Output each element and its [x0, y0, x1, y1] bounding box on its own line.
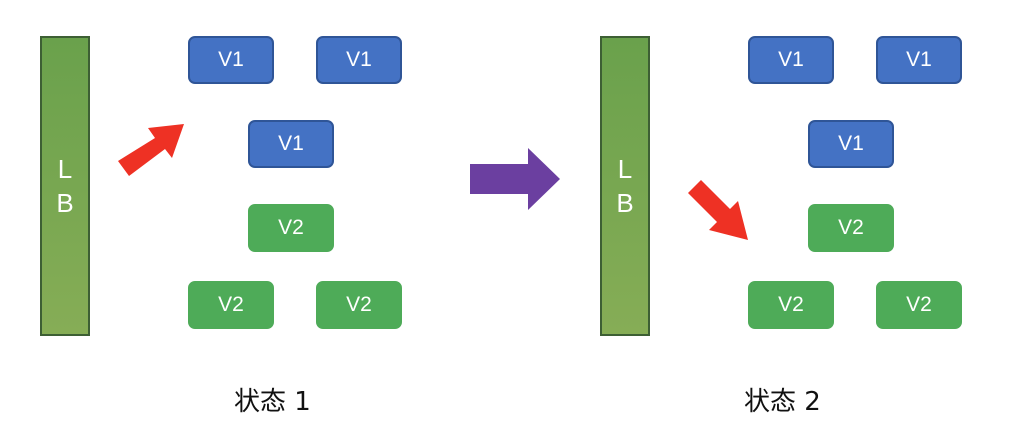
- v1-label: V1: [778, 48, 804, 71]
- state2-caption: 状态 2: [744, 387, 821, 417]
- red-arrow-down-right-icon: [688, 180, 748, 240]
- v2-instance: V2: [808, 204, 894, 252]
- v2-label: V2: [906, 293, 932, 316]
- v2-label: V2: [838, 216, 864, 239]
- v1-label: V1: [278, 132, 304, 155]
- v2-label: V2: [346, 293, 372, 316]
- v1-label: V1: [838, 132, 864, 155]
- v1-instance: V1: [808, 120, 894, 168]
- v2-instance: V2: [188, 281, 274, 329]
- v2-label: V2: [218, 293, 244, 316]
- load-balancer-state1: L B: [40, 36, 90, 336]
- v1-label: V1: [218, 48, 244, 71]
- v1-instance: V1: [316, 36, 402, 84]
- v1-instance: V1: [188, 36, 274, 84]
- v1-instance: V1: [748, 36, 834, 84]
- purple-arrow-right-icon: [470, 148, 560, 210]
- load-balancer-label: L B: [616, 154, 634, 218]
- v1-label: V1: [906, 48, 932, 71]
- purple-arrow-shape: [470, 148, 560, 210]
- v2-instance: V2: [248, 204, 334, 252]
- v2-instance: V2: [316, 281, 402, 329]
- v2-label: V2: [778, 293, 804, 316]
- load-balancer-label: L B: [56, 154, 74, 218]
- v1-label: V1: [346, 48, 372, 71]
- v2-instance: V2: [748, 281, 834, 329]
- v2-instance: V2: [876, 281, 962, 329]
- v1-instance: V1: [876, 36, 962, 84]
- red-arrow-shape: [688, 180, 748, 240]
- red-arrow-up-right-icon: [118, 124, 184, 176]
- v2-label: V2: [278, 216, 304, 239]
- load-balancer-state2: L B: [600, 36, 650, 336]
- v1-instance: V1: [248, 120, 334, 168]
- state1-caption: 状态 1: [234, 387, 311, 417]
- red-arrow-shape: [118, 124, 184, 176]
